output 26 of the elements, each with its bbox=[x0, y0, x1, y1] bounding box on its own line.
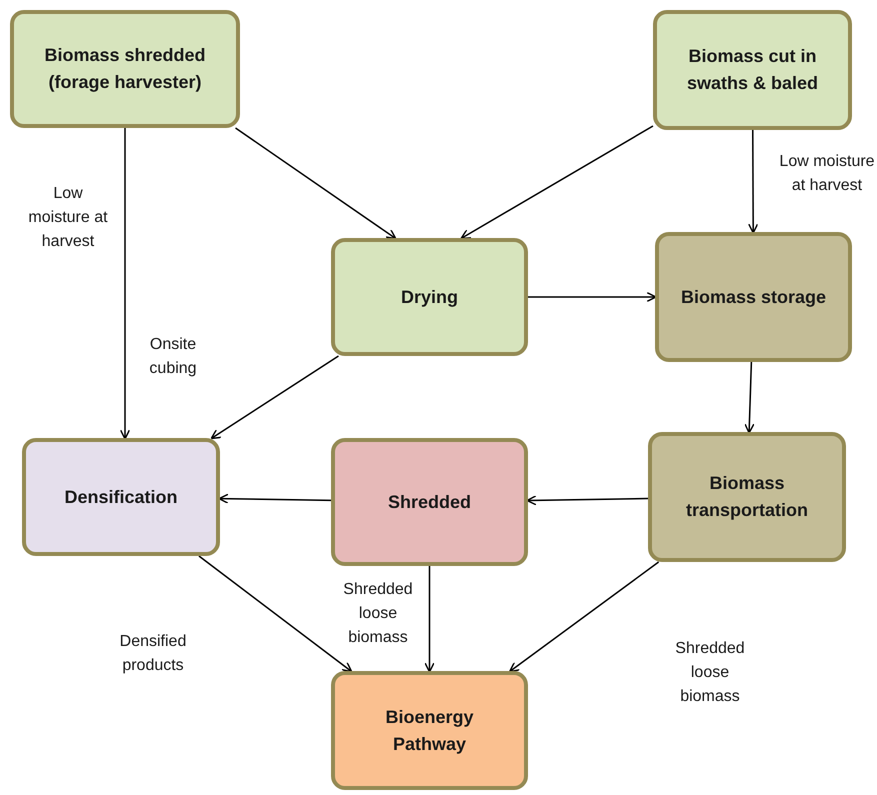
process-box: Bioenergy Pathway bbox=[331, 671, 528, 790]
arrow bbox=[508, 561, 660, 672]
arrow bbox=[235, 127, 396, 240]
edge-label: Densified products bbox=[118, 632, 188, 676]
arrow bbox=[526, 495, 648, 506]
arrow bbox=[460, 125, 654, 240]
edge-label: Onsite cubing bbox=[148, 335, 198, 379]
process-box: Drying bbox=[331, 238, 528, 356]
process-box: Densification bbox=[22, 438, 220, 556]
process-box: Biomass storage bbox=[655, 232, 852, 362]
arrow bbox=[748, 130, 758, 234]
arrow bbox=[424, 566, 435, 673]
process-box: Shredded bbox=[331, 438, 528, 566]
edge-label: Shredded loose biomass bbox=[342, 580, 414, 648]
arrow bbox=[744, 362, 755, 434]
edge-label: Low moisture at harvest bbox=[778, 152, 876, 196]
arrow bbox=[120, 128, 130, 440]
arrow bbox=[528, 292, 657, 302]
arrow bbox=[210, 355, 339, 440]
process-box: Biomass shredded (forage harvester) bbox=[10, 10, 240, 128]
arrow bbox=[198, 555, 352, 672]
edge-label: Low moisture at harvest bbox=[28, 184, 108, 252]
edge-label: Shredded loose biomass bbox=[674, 639, 746, 707]
process-box: Biomass transportation bbox=[648, 432, 846, 562]
process-box: Biomass cut in swaths & baled bbox=[653, 10, 852, 130]
arrow bbox=[218, 494, 332, 504]
